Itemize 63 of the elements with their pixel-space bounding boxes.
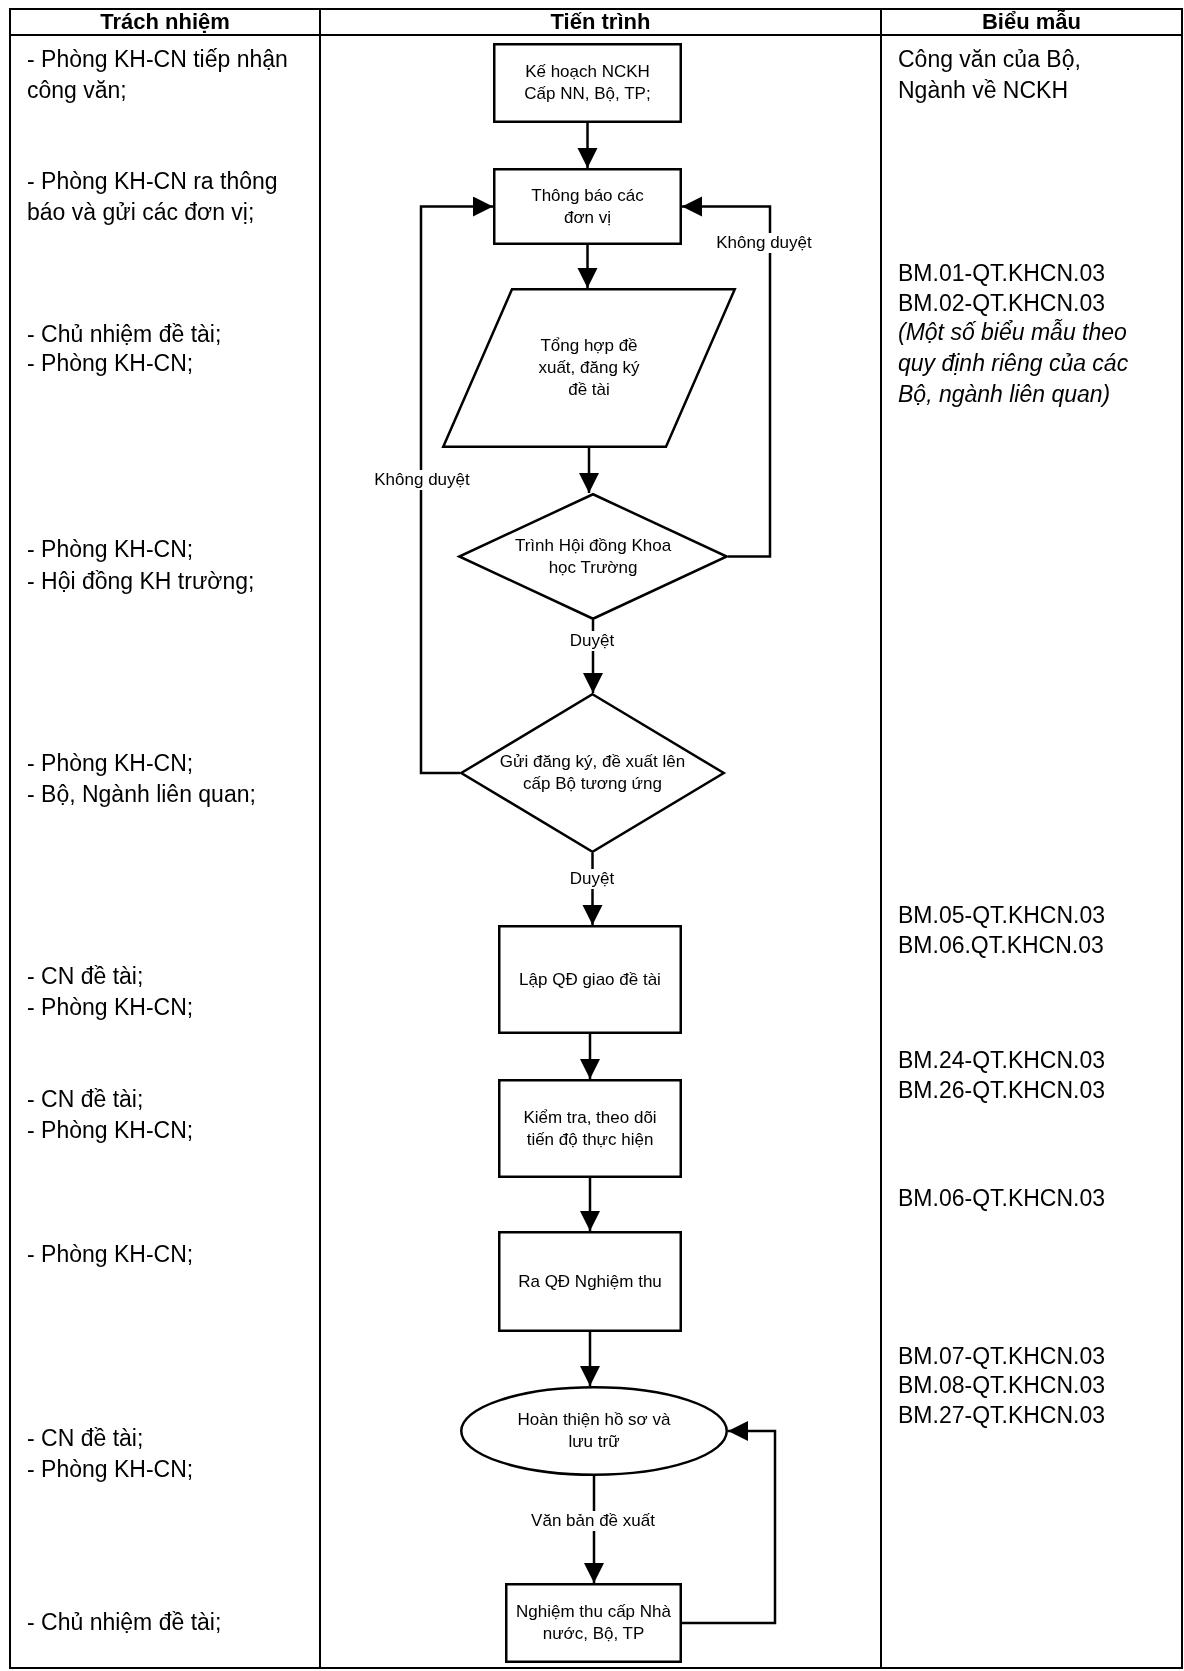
table-text: Công văn của Bộ, Ngành về NCKH [898,45,1082,105]
table-text: - Phòng KH-CN; [27,993,194,1022]
table-text: BM.02-QT.KHCN.03 [898,289,1106,318]
table-text: BM.06-QT.KHCN.03 [898,1184,1106,1213]
node-text: Kiểm tra, theo dõi tiến độ thực hiện [522,1106,658,1151]
table-text: - Phòng KH-CN; [27,1455,194,1484]
table-text: - Phòng KH-CN; [27,1116,194,1145]
table-text: - Phòng KH-CN tiếp nhận công văn; [27,45,289,105]
note: (Một số biểu mẫu theo quy định riêng của các Bộ, ngành liên quan) [898,318,1130,409]
node-text: Kế hoạch NCKH Cấp NN, Bộ, TP; [523,61,652,105]
edge-label: Không duyệt [372,470,472,490]
table-text: BM.05-QT.KHCN.03 [898,901,1106,930]
node-text: Nghiệm thu cấp Nhà nước, Bộ, TP [516,1601,671,1645]
table-text: - Phòng KH-CN; [27,749,194,778]
table-text: - Phòng KH-CN ra thông báo và gửi các đơn vị; [27,167,279,227]
table-text: - Phòng KH-CN; [27,349,194,378]
node-text: Ra QĐ Nghiệm thu [518,1270,662,1293]
column-header: Trách nhiệm [99,9,231,35]
table-text: BM.27-QT.KHCN.03 [898,1401,1106,1430]
column-header: Tiến trình [549,9,652,35]
arrow [580,1178,600,1231]
arrow [580,1034,600,1079]
table-text: - CN đề tài; [27,962,144,991]
node-text: Hoàn thiện hồ sơ và lưu trữ [516,1409,672,1453]
process-box [498,1231,682,1332]
process-box [498,925,682,1034]
edge-label: Không duyệt [714,233,814,253]
process-box [498,1079,682,1178]
table-text: BM.01-QT.KHCN.03 [898,259,1106,288]
table-text: BM.08-QT.KHCN.03 [898,1371,1106,1400]
table-text: - CN đề tài; [27,1085,144,1114]
arrow [682,196,772,558]
node-text: Trình Hội đồng Khoa học Trường [513,534,673,579]
table-text: - Hội đồng KH trường; [27,567,255,596]
table-text: - Bộ, Ngành liên quan; [27,780,256,809]
table-text: - Phòng KH-CN; [27,535,194,564]
node-text: Lập QĐ giao đề tài [519,968,661,991]
decision-diamond [460,693,725,853]
table-text: - Chủ nhiệm đề tài; [27,1608,222,1637]
table-text: BM.07-QT.KHCN.03 [898,1342,1106,1371]
arrow [419,196,493,775]
decision-diamond [458,493,728,620]
table-text: BM.26-QT.KHCN.03 [898,1076,1106,1105]
arrow [577,123,598,168]
node-text: Thông báo các đơn vị [530,184,645,229]
arrow [577,245,598,288]
table-text: - CN đề tài; [27,1424,144,1453]
process-box [505,1583,682,1663]
terminal-ellipse [460,1386,728,1476]
table-text: - Phòng KH-CN; [27,1240,194,1269]
table-text: - Chủ nhiệm đề tài; [27,320,222,349]
process-box [493,43,682,123]
arrow [580,1332,600,1386]
arrow [579,448,599,493]
node-text: Tổng hợp đề xuất, đăng ký đề tài [537,335,641,401]
table-text: BM.06.QT.KHCN.03 [898,931,1104,960]
node-text: Gửi đăng ký, đề xuất lên cấp Bộ tương ứng [498,751,687,795]
column-header: Biểu mẫu [981,9,1082,35]
table-text: BM.24-QT.KHCN.03 [898,1046,1106,1075]
edge-label: Văn bản đề xuất [529,1511,657,1531]
arrow [682,1421,777,1625]
data-parallelogram [442,288,736,448]
process-box [493,168,682,245]
